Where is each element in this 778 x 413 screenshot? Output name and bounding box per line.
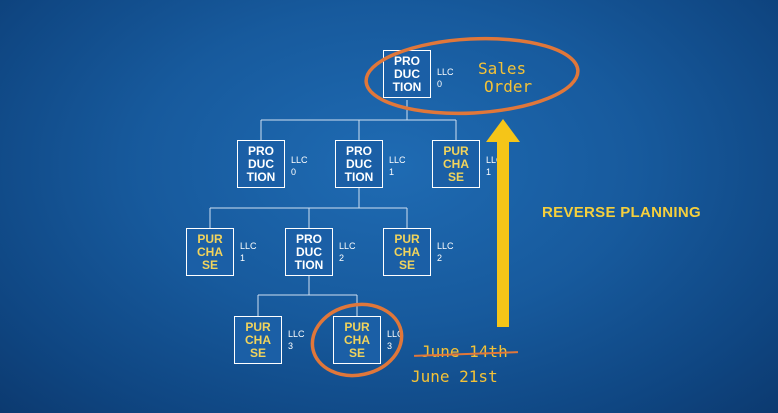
- llc-label-level1-c: LLC 1: [486, 154, 503, 178]
- node-purchase-llc3-a: PUR CHA SE: [234, 316, 282, 364]
- node-text-line: CHA: [394, 244, 420, 259]
- node-text-line: SE: [348, 345, 365, 360]
- llc-label-level1-b: LLC 1: [389, 154, 406, 178]
- node-production-llc0-root: PRO DUC TION: [383, 50, 431, 98]
- connector-level1-to-level2: [209, 187, 408, 229]
- node-text-line: TION: [392, 79, 422, 94]
- node-text-line: DUC: [248, 156, 274, 171]
- node-production-llc2: PRO DUC TION: [285, 228, 333, 276]
- node-text-line: TION: [294, 257, 324, 272]
- new-date-note: June 21st: [411, 367, 498, 386]
- llc-level: 1: [240, 253, 246, 263]
- llc-text: LLC: [339, 241, 356, 251]
- node-text-line: CHA: [344, 332, 370, 347]
- sales-order-note: Sales Order: [478, 60, 532, 96]
- node-purchase-llc1: PUR CHA SE: [186, 228, 234, 276]
- llc-text: LLC: [389, 155, 406, 165]
- llc-text: LLC: [437, 241, 454, 251]
- node-text-line: CHA: [197, 244, 223, 259]
- node-production-llc0: PRO DUC TION: [237, 140, 285, 188]
- sales-note-line: Sales: [478, 59, 527, 78]
- node-text-line: PRO: [247, 143, 274, 158]
- old-date-note: June 14th: [421, 342, 508, 361]
- sales-note-line: Order: [484, 77, 533, 96]
- llc-level: 3: [387, 341, 393, 351]
- llc-label-root: LLC 0: [437, 66, 454, 90]
- node-text-line: PUR: [197, 231, 223, 246]
- llc-label-level2-b: LLC 2: [339, 240, 356, 264]
- llc-level: 1: [486, 167, 492, 177]
- node-text-line: PRO: [295, 231, 322, 246]
- node-text-line: SE: [398, 257, 415, 272]
- llc-level: 3: [288, 341, 294, 351]
- node-text-line: TION: [344, 169, 374, 184]
- llc-text: LLC: [486, 155, 503, 165]
- llc-label-level3-a: LLC 3: [288, 328, 305, 352]
- connector-level2-to-level3: [257, 273, 358, 316]
- llc-text: LLC: [291, 155, 308, 165]
- llc-level: 0: [437, 79, 443, 89]
- node-text-line: DUC: [394, 66, 420, 81]
- reverse-planning-title: REVERSE PLANNING: [542, 204, 701, 221]
- node-text-line: SE: [201, 257, 218, 272]
- llc-level: 0: [291, 167, 297, 177]
- llc-text: LLC: [288, 329, 305, 339]
- node-text-line: PUR: [443, 143, 469, 158]
- node-purchase-llc1-top: PUR CHA SE: [432, 140, 480, 188]
- node-text-line: PUR: [245, 319, 271, 334]
- node-text-line: SE: [447, 169, 464, 184]
- node-production-llc1: PRO DUC TION: [335, 140, 383, 188]
- node-text-line: TION: [246, 169, 276, 184]
- node-text-line: PUR: [394, 231, 420, 246]
- node-text-line: PRO: [345, 143, 372, 158]
- llc-label-level2-c: LLC 2: [437, 240, 454, 264]
- llc-label-level2-a: LLC 1: [240, 240, 257, 264]
- node-purchase-llc3-b: PUR CHA SE: [333, 316, 381, 364]
- node-text-line: PUR: [344, 319, 370, 334]
- llc-text: LLC: [437, 67, 454, 77]
- llc-label-level3-b: LLC 3: [387, 328, 404, 352]
- llc-label-level1-a: LLC 0: [291, 154, 308, 178]
- node-text-line: DUC: [346, 156, 372, 171]
- node-text-line: PRO: [393, 53, 420, 68]
- node-text-line: CHA: [443, 156, 469, 171]
- llc-text: LLC: [240, 241, 257, 251]
- node-text-line: DUC: [296, 244, 322, 259]
- llc-level: 2: [437, 253, 443, 263]
- node-purchase-llc2: PUR CHA SE: [383, 228, 431, 276]
- llc-level: 1: [389, 167, 395, 177]
- node-text-line: CHA: [245, 332, 271, 347]
- llc-text: LLC: [387, 329, 404, 339]
- node-text-line: SE: [249, 345, 266, 360]
- llc-level: 2: [339, 253, 345, 263]
